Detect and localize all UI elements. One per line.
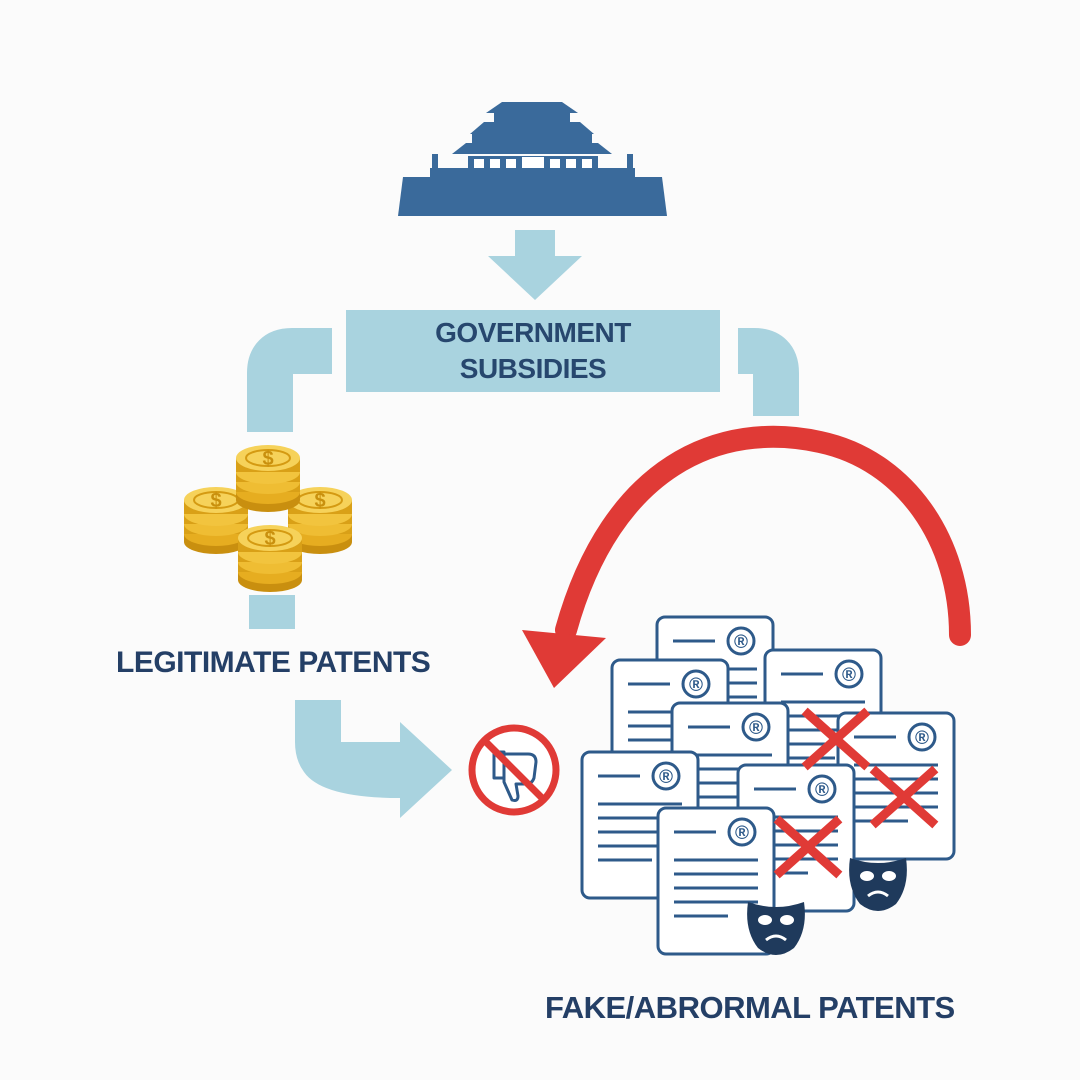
fake-patents-label: FAKE/ABRORMAL PATENTS: [545, 990, 955, 1025]
government-subsidies-box: GOVERNMENT SUBSIDIES: [346, 310, 720, 392]
government-building-icon: [398, 102, 667, 216]
left-flow-connector: [247, 328, 332, 432]
legitimate-patents-label: LEGITIMATE PATENTS: [116, 646, 431, 679]
fake-patents-pile: [580, 615, 956, 957]
flow-arrow-to-fake: [295, 700, 452, 818]
no-thumbs-down-icon: [468, 724, 560, 816]
red-return-arrow: [522, 425, 971, 688]
theater-mask-icon: [847, 856, 909, 913]
subsidy-label-line1: GOVERNMENT: [435, 317, 631, 348]
down-arrow-icon: [488, 230, 582, 300]
right-flow-connector: [738, 328, 799, 416]
coin-connector: [249, 595, 295, 629]
subsidy-label-line2: SUBSIDIES: [459, 353, 607, 384]
coin-stack-icon: [183, 444, 353, 593]
